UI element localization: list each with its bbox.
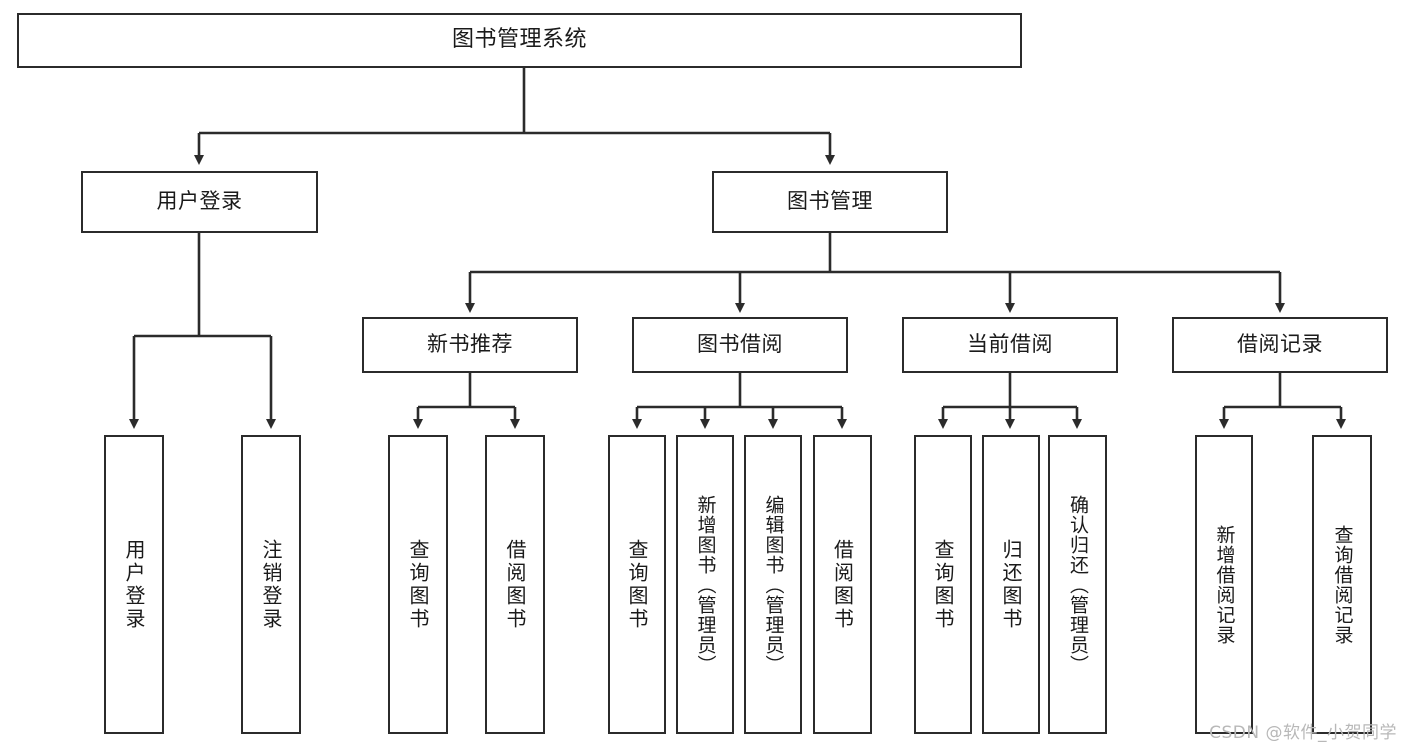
leaf-add-record-label: 新增借阅记录 — [1213, 524, 1236, 645]
leaf-query-record-label: 查询借阅记录 — [1331, 524, 1354, 645]
node-user-login-label: 用户登录 — [156, 189, 243, 214]
leaf-confirm-return-label: 确认归还（管理员） — [1067, 494, 1089, 675]
leaf-borrow-book-1[interactable]: 借阅图书 — [485, 435, 545, 734]
leaf-query-book-1[interactable]: 查询图书 — [388, 435, 448, 734]
leaf-user-login[interactable]: 用户登录 — [104, 435, 164, 734]
leaf-return-book-label: 归还图书 — [999, 538, 1023, 631]
node-new-book-rec-label: 新书推荐 — [427, 332, 513, 357]
leaf-return-book[interactable]: 归还图书 — [982, 435, 1040, 734]
node-new-book-rec[interactable]: 新书推荐 — [362, 317, 578, 373]
node-borrow-record[interactable]: 借阅记录 — [1172, 317, 1388, 373]
leaf-query-book-2[interactable]: 查询图书 — [608, 435, 666, 734]
leaf-query-book-3[interactable]: 查询图书 — [914, 435, 972, 734]
leaf-edit-book[interactable]: 编辑图书（管理员） — [744, 435, 802, 734]
leaf-query-book-3-label: 查询图书 — [931, 538, 955, 631]
node-book-manage-label: 图书管理 — [787, 189, 873, 214]
leaf-edit-book-label: 编辑图书（管理员） — [762, 494, 785, 675]
node-book-borrow[interactable]: 图书借阅 — [632, 317, 848, 373]
leaf-query-record[interactable]: 查询借阅记录 — [1312, 435, 1372, 734]
leaf-user-login-label: 用户登录 — [122, 538, 146, 631]
leaf-logout[interactable]: 注销登录 — [241, 435, 301, 734]
node-book-manage[interactable]: 图书管理 — [712, 171, 948, 233]
leaf-add-book-label: 新增图书（管理员） — [694, 494, 717, 675]
node-user-login[interactable]: 用户登录 — [81, 171, 318, 233]
node-borrow-record-label: 借阅记录 — [1237, 332, 1323, 357]
leaf-query-book-1-label: 查询图书 — [406, 538, 430, 631]
node-root-label: 图书管理系统 — [451, 27, 587, 53]
node-root[interactable]: 图书管理系统 — [17, 13, 1022, 68]
leaf-add-book[interactable]: 新增图书（管理员） — [676, 435, 734, 734]
node-current-borrow-label: 当前借阅 — [967, 332, 1053, 357]
leaf-borrow-book-1-label: 借阅图书 — [503, 538, 527, 631]
leaf-query-book-2-label: 查询图书 — [625, 538, 649, 631]
leaf-borrow-book-2-label: 借阅图书 — [830, 538, 855, 631]
node-book-borrow-label: 图书借阅 — [697, 332, 783, 357]
leaf-borrow-book-2[interactable]: 借阅图书 — [813, 435, 872, 734]
leaf-confirm-return[interactable]: 确认归还（管理员） — [1048, 435, 1107, 734]
leaf-logout-label: 注销登录 — [259, 538, 283, 631]
leaf-add-record[interactable]: 新增借阅记录 — [1195, 435, 1253, 734]
node-current-borrow[interactable]: 当前借阅 — [902, 317, 1118, 373]
csdn-watermark: CSDN @软件_小贺同学 — [1209, 723, 1397, 743]
